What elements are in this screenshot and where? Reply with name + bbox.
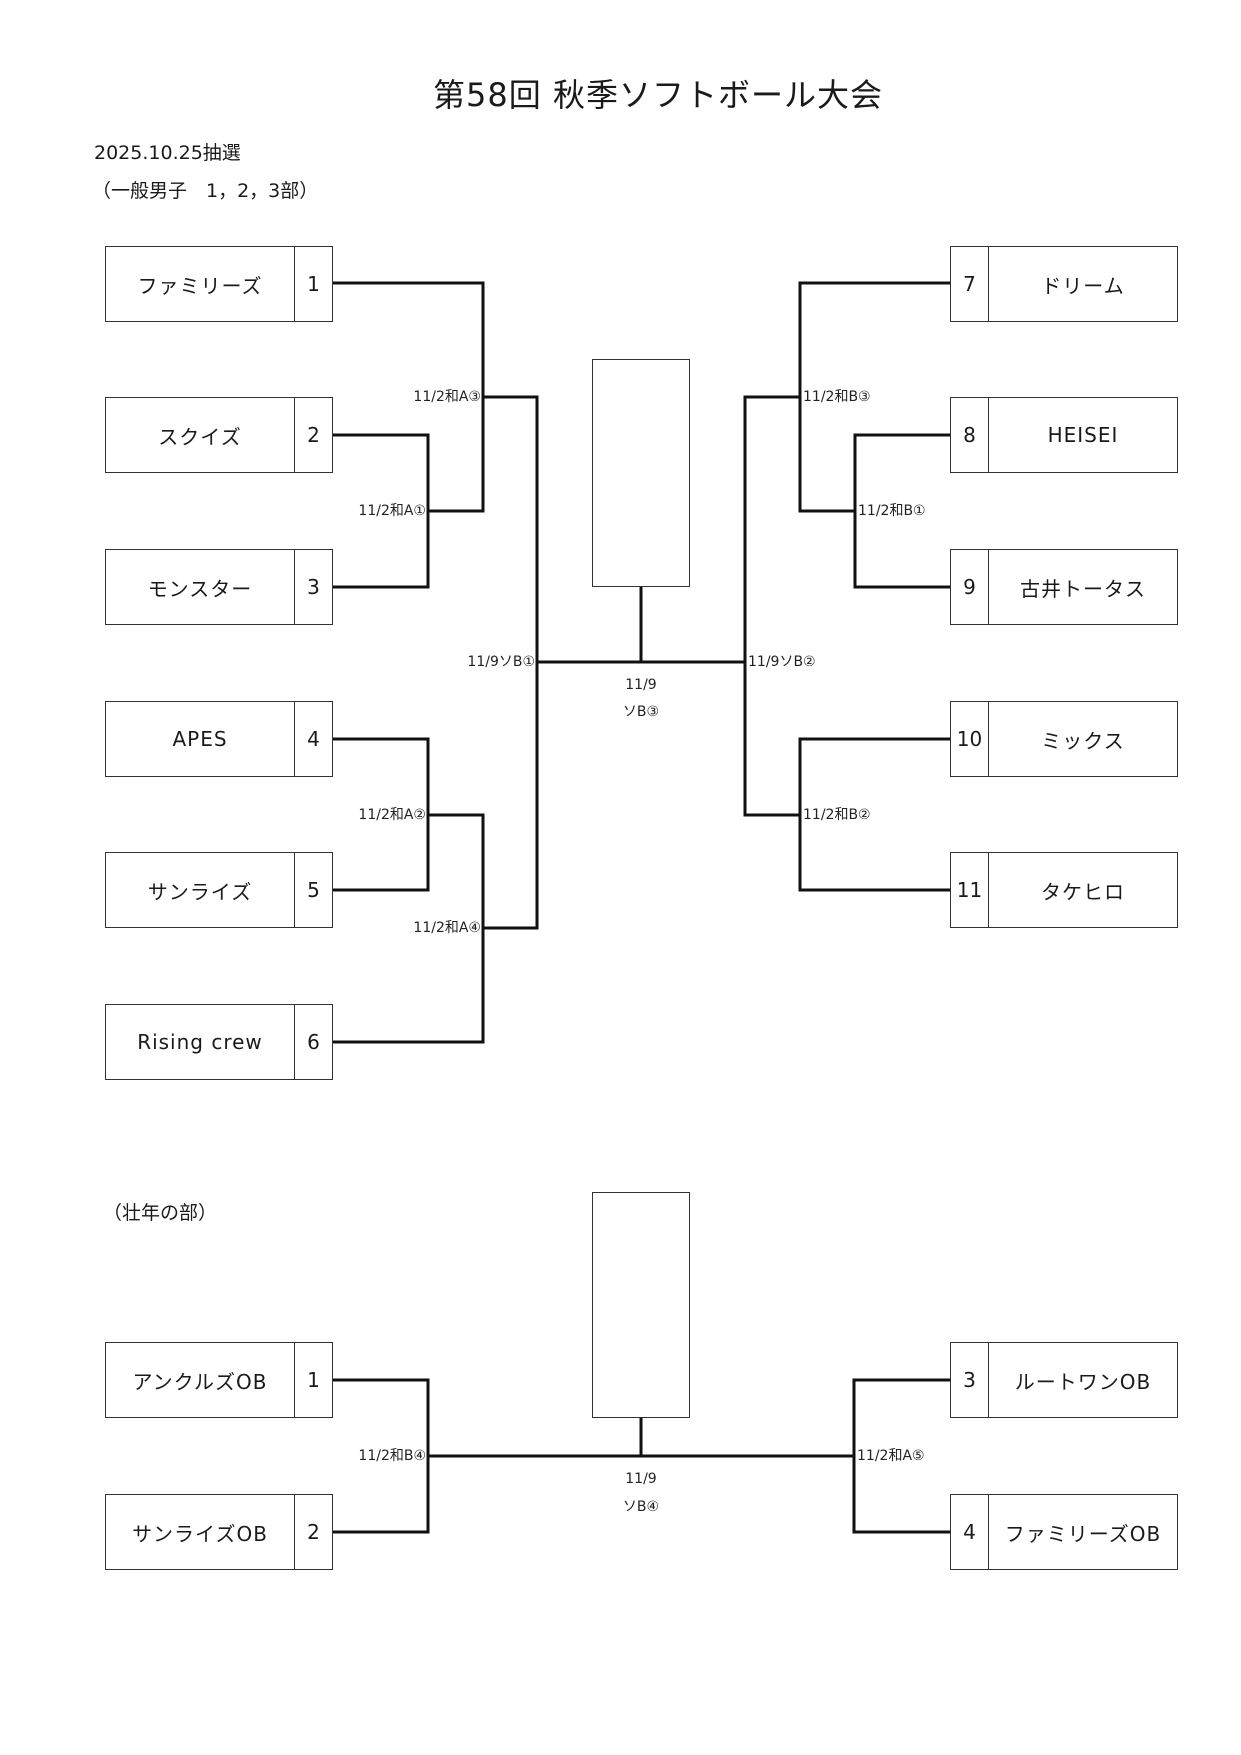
team-seed: 3 [951,1343,989,1417]
team-box: Rising crew 6 [105,1004,333,1080]
winner-box [592,1192,690,1418]
match-label: 11/2和B③ [803,389,871,405]
team-box: 9 古井トータス [950,549,1178,625]
match-label: 11/2和A① [358,503,426,519]
team-box: 7 ドリーム [950,246,1178,322]
team-name: 古井トータス [1020,576,1146,601]
team-seed: 6 [294,1005,332,1079]
team-box: 11 タケヒロ [950,852,1178,928]
team-name: ファミリーズ [137,273,263,298]
team-seed: 2 [294,1495,332,1569]
team-seed: 1 [294,1343,332,1417]
match-label: 11/2和A④ [413,920,481,936]
line-s2-right [852,1378,952,1534]
team-name: HEISEI [1047,423,1119,447]
team-seed: 11 [951,853,989,927]
team-seed: 4 [951,1495,989,1569]
draw-date: 2025.10.25抽選 [94,142,241,164]
section1-heading: （一般男子 1，2，3部） [92,180,319,202]
team-name: スクイズ [158,424,242,449]
match-label: 11/2和B② [803,807,871,823]
team-box: サンライズOB 2 [105,1494,333,1570]
line-seed7 [798,281,952,513]
team-seed: 5 [294,853,332,927]
team-seed: 2 [294,398,332,472]
team-box: APES 4 [105,701,333,777]
team-box: 4 ファミリーズOB [950,1494,1178,1570]
team-seed: 8 [951,398,989,472]
match-label: 11/2和B① [858,503,926,519]
team-name: ミックス [1041,728,1125,753]
team-box: 3 ルートワンOB [950,1342,1178,1418]
section2-heading: （壮年の部） [103,1202,218,1224]
team-box: ファミリーズ 1 [105,246,333,322]
match-label: 11/2和B④ [358,1448,426,1464]
match-label: 11/9ソB② [748,654,816,670]
team-box: アンクルズOB 1 [105,1342,333,1418]
team-name: ファミリーズOB [1004,1521,1162,1546]
line-a2-out [331,813,485,1044]
line-seed1 [331,281,485,513]
team-seed: 4 [294,702,332,776]
team-box: 10 ミックス [950,701,1178,777]
team-seed: 3 [294,550,332,624]
team-name: アンクルズOB [132,1369,268,1394]
team-name: タケヒロ [1041,879,1125,904]
team-name: サンライズ [147,879,253,904]
match-label: 11/2和A⑤ [857,1448,925,1464]
final-code: ソB③ [622,704,660,720]
page-title: 第58回 秋季ソフトボール大会 [433,76,883,114]
winner-box [592,359,690,587]
team-box: モンスター 3 [105,549,333,625]
team-box: スクイズ 2 [105,397,333,473]
team-seed: 1 [294,247,332,321]
final-code: ソB④ [622,1499,660,1515]
line-seed10-11 [798,737,952,892]
team-name: ルートワンOB [1014,1369,1152,1394]
match-label: 11/9ソB① [467,654,535,670]
team-seed: 9 [951,550,989,624]
team-name: ドリーム [1041,273,1125,298]
match-label: 11/2和A③ [413,389,481,405]
team-box: サンライズ 5 [105,852,333,928]
team-seed: 7 [951,247,989,321]
team-name: APES [172,727,228,751]
final-date: 11/9 [625,1471,657,1487]
team-name: Rising crew [137,1030,263,1054]
line-seed8-9 [853,433,952,589]
team-name: モンスター [147,576,253,601]
team-name: サンライズOB [132,1521,268,1546]
final-date: 11/9 [625,677,657,693]
match-label: 11/2和A② [358,807,426,823]
team-seed: 10 [951,702,989,776]
team-box: 8 HEISEI [950,397,1178,473]
